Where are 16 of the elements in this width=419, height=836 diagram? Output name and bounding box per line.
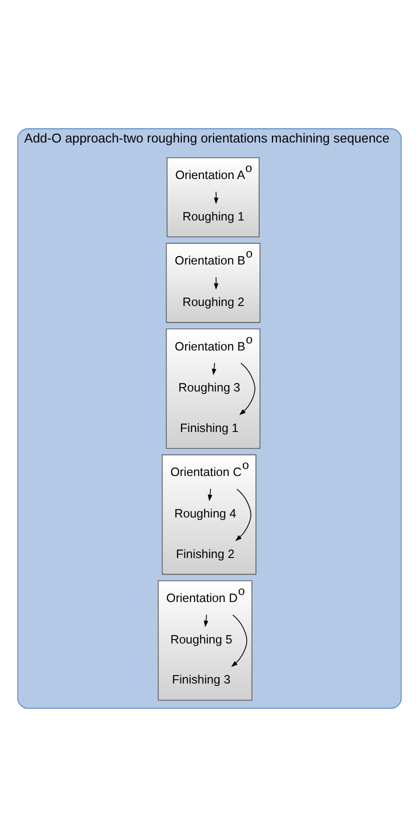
arrow xyxy=(204,614,208,627)
arrow xyxy=(208,488,212,501)
arrow xyxy=(214,276,218,290)
node-text: Roughing 1 xyxy=(182,208,244,223)
node-text: Finishing 1 xyxy=(180,420,239,434)
node-text: Roughing 5 xyxy=(170,632,232,646)
arrow xyxy=(235,488,252,541)
arrow xyxy=(239,362,256,415)
arrow xyxy=(212,362,216,375)
arrow xyxy=(214,190,218,204)
node-text: Finishing 2 xyxy=(176,546,234,560)
node-text: Finishing 3 xyxy=(172,672,230,686)
node-text: Roughing 4 xyxy=(174,506,236,520)
node-text: Roughing 3 xyxy=(178,380,240,394)
arrow xyxy=(231,614,248,666)
node-text: Roughing 2 xyxy=(182,294,244,308)
